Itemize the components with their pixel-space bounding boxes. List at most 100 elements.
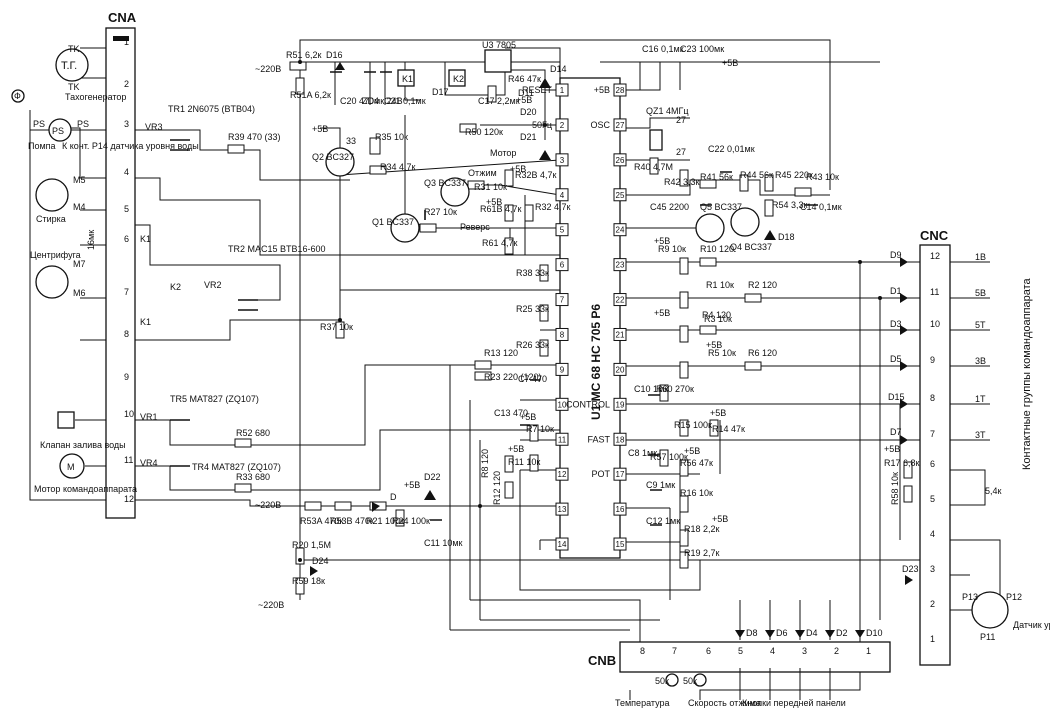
label-c17: C17 2,2мк — [478, 96, 520, 106]
device-pump: PS PS PS Помпа К конт. P14 датчика уровн… — [28, 118, 199, 151]
label-d16: D16 — [326, 50, 343, 60]
device-phase: Ф — [11, 89, 25, 103]
label-r32b: R32B 4,7к — [515, 170, 557, 180]
cnc-pin-8: 8 — [930, 393, 935, 403]
label-r43: R43 10к — [806, 172, 839, 182]
pump-label: Помпа — [28, 141, 56, 151]
label-r60: R60 270к — [656, 384, 694, 394]
label-r37: R37 10к — [320, 322, 353, 332]
label-p5v-d20: +5В — [516, 95, 532, 105]
cna-pin-4: 4 — [124, 167, 129, 177]
part-labels: TR1 2N6075 (BTB04) VR3 R39 470 (33) Q2 B… — [140, 40, 1002, 708]
label-reverse: Реверс — [460, 222, 490, 232]
ic-pin-box-17 — [613, 467, 627, 481]
label-d: D — [390, 492, 397, 502]
label-r44: R44 56к — [740, 170, 773, 180]
ic-pin-box-12 — [555, 467, 569, 481]
label-r39: R39 470 (33) — [228, 132, 281, 142]
label-vr1: VR1 — [140, 412, 158, 422]
label-r53a: R53A 470к — [300, 516, 344, 526]
spin-motor-label: Центрифуга — [30, 250, 81, 260]
label-thermistor: 5,4к — [985, 486, 1002, 496]
cnb-pin-4: 4 — [770, 646, 775, 656]
label-d20: D20 — [520, 107, 537, 117]
label-r23: R23 220 (120) — [484, 372, 542, 382]
cnc-pin-10: 10 — [930, 319, 940, 329]
cnc-out-2: 5В — [975, 288, 986, 298]
label-c21: C21 0,1мк — [384, 96, 426, 106]
cna-body — [105, 27, 136, 519]
ic-pin-14: 14 — [558, 540, 567, 549]
cnc-pin-6: 6 — [930, 459, 935, 469]
label-r61: R61 4,7к — [482, 238, 518, 248]
level-contact-label: К конт. P14 датчика уровня воды — [62, 141, 199, 151]
cna-pin-8: 8 — [124, 329, 129, 339]
label-d6: D6 — [776, 628, 788, 638]
level-sensor-label: Датчик уровня воды — [1013, 620, 1050, 630]
ic-pin-box-28 — [613, 83, 627, 97]
ic-pin-box-26 — [613, 153, 627, 167]
label-r40: R40 4,7М — [634, 162, 673, 172]
label-c11: C11 10мк — [424, 538, 463, 548]
mains-label-top: ~220В — [255, 64, 281, 74]
ic-pin-23: 23 — [616, 261, 625, 270]
label-r45: R45 220к — [775, 170, 813, 180]
label-p5v-r5: +5В — [706, 340, 722, 350]
label-r61b: R61B 4,7к — [480, 204, 522, 214]
label-k2-contact: K2 — [170, 282, 181, 292]
device-tachogenerator: Т.Г. TK TK Тахогенератор — [55, 44, 126, 102]
ic-pin-box-4 — [555, 188, 569, 202]
cnb-title: CNB — [588, 653, 616, 668]
label-p5v-q2: +5В — [312, 124, 328, 134]
level-sensor-p13: P13 — [962, 592, 978, 602]
label-tr4: TR4 MAT827 (ZQ107) — [192, 462, 281, 472]
label-r38: R38 33к — [516, 268, 549, 278]
cnc-out-5: 1Т — [975, 394, 986, 404]
ic-pin-21: 21 — [616, 330, 625, 339]
label-motor-signal: Мотор — [490, 148, 516, 158]
cnc-out-4: 3В — [975, 356, 986, 366]
ic-pin-box-7 — [555, 293, 569, 307]
ic-pin-25: 25 — [616, 191, 625, 200]
label-p5v-r9: +5В — [654, 236, 670, 246]
label-d14: D14 — [550, 64, 567, 74]
mains-label-mid: ~220В — [255, 500, 281, 510]
ic-pin-label-19: CONTROL — [566, 399, 610, 409]
label-c13: C13 470 — [494, 408, 528, 418]
label-d5: D5 — [890, 354, 902, 364]
ic-pin-15: 15 — [616, 540, 625, 549]
label-r14: R14 47к — [712, 424, 745, 434]
label-r57: R57 100к — [650, 452, 688, 462]
label-c20: C20 470мк 24В — [340, 96, 403, 106]
ic-pin-19: 19 — [616, 400, 625, 409]
cna-pin-1: 1 — [124, 37, 129, 47]
cnb-pin-3: 3 — [802, 646, 807, 656]
cnc-pin-9: 9 — [930, 355, 935, 365]
cnc-out-1: 1В — [975, 252, 986, 262]
valve-label: Клапан залива воды — [40, 440, 126, 450]
ic-pin-1: 1 — [560, 86, 565, 95]
label-r7: R7 10к — [526, 424, 554, 434]
pump-terminal-2: PS — [77, 119, 89, 129]
cna-pin-11: 11 — [124, 455, 133, 465]
ic-pin-box-8 — [555, 327, 569, 341]
label-q5: Q5 BC337 — [700, 202, 742, 212]
phase-label: Ф — [14, 91, 21, 101]
label-d15: D15 — [888, 392, 905, 402]
ic-name: U1 MC 68 HC 705 P6 — [589, 304, 603, 420]
label-r52: R52 680 — [236, 428, 270, 438]
label-r42: R42 3,3к — [664, 177, 700, 187]
label-r1: R1 10к — [706, 280, 734, 290]
label-d1: D1 — [890, 286, 902, 296]
cnc-pin-5: 5 — [930, 494, 935, 504]
label-r26: R26 33к — [516, 340, 549, 350]
ic-pin-box-1 — [555, 83, 569, 97]
label-r59: R59 18к — [292, 576, 325, 586]
cnc-out-6: 3Т — [975, 430, 986, 440]
ic-pin-box-6 — [555, 258, 569, 272]
cnb-pin-7: 7 — [672, 646, 677, 656]
ic-pin-box-22 — [613, 293, 627, 307]
ic-pin-box-5 — [555, 223, 569, 237]
label-tr2: TR2 MAC15 BTB16-600 — [228, 244, 326, 254]
